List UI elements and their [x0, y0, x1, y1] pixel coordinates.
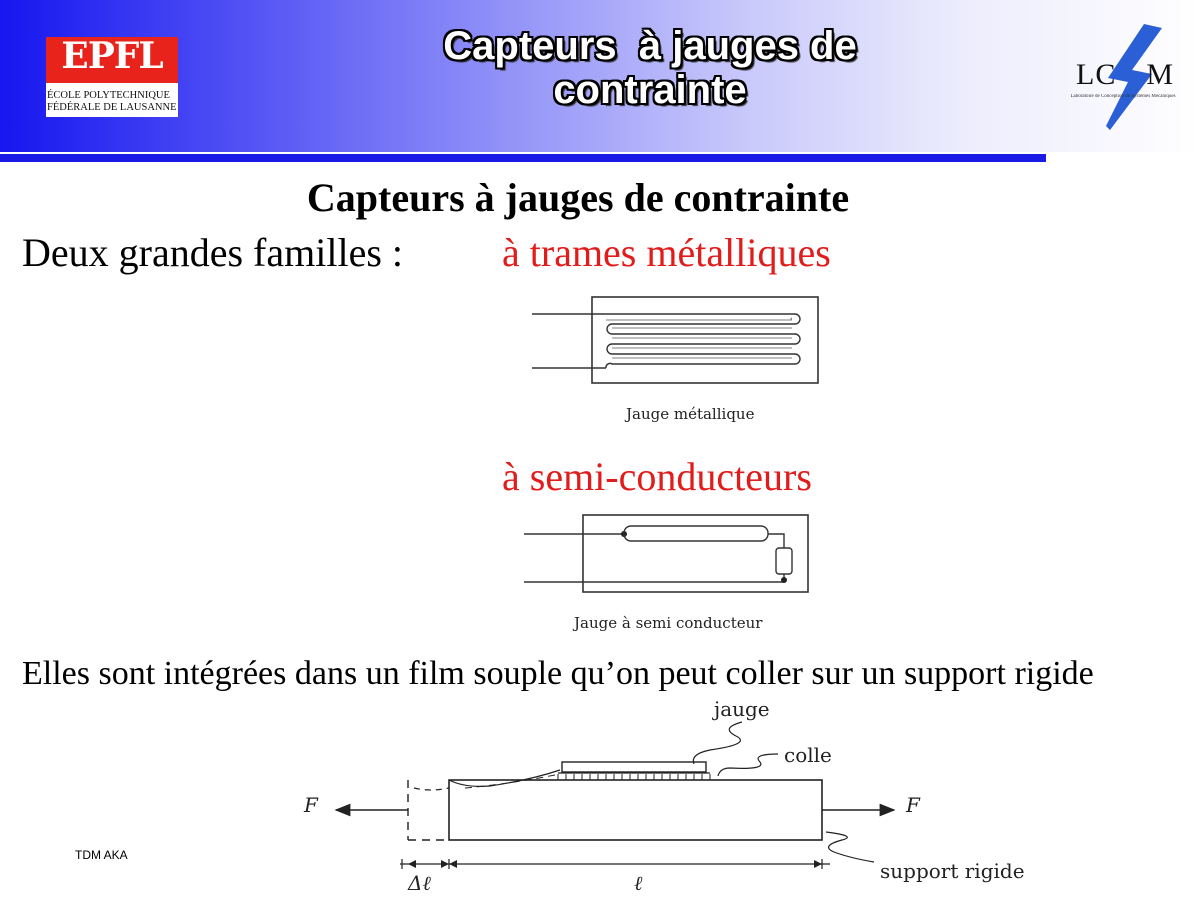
header-title: Capteurs à jauges de contrainte — [330, 24, 970, 112]
epfl-logo-text-2: FÉDÉRALE DE LAUSANNE — [47, 102, 177, 113]
footer-text: TDM AKA — [75, 848, 128, 862]
lcsm-s-icon — [1106, 24, 1162, 130]
header-banner — [0, 0, 1200, 152]
label-force-right: F — [905, 793, 921, 817]
epfl-logo: EPFL ÉCOLE POLYTECHNIQUE FÉDÉRALE DE LAU… — [46, 35, 178, 117]
caption-metal-gauge: Jauge métallique — [626, 405, 755, 423]
header-title-line-1: Capteurs à jauges de — [443, 24, 857, 68]
header-divider — [0, 154, 1046, 162]
caption-semi-gauge: Jauge à semi conducteur — [574, 614, 763, 632]
metal-gauge-diagram — [532, 296, 819, 384]
label-force-left: F — [303, 793, 319, 817]
families-intro: Deux grandes familles : — [22, 230, 403, 275]
label-length: ℓ — [634, 871, 643, 895]
paragraph-film: Elles sont intégrées dans un film souple… — [22, 655, 1094, 692]
epfl-logo-text-1: ÉCOLE POLYTECHNIQUE — [47, 90, 170, 101]
label-colle: colle — [784, 743, 832, 767]
family-metal-label: à trames métalliques — [502, 230, 831, 275]
lcsm-logo-subtext: Laboratoire de Conception de Systèmes Mé… — [1070, 94, 1176, 99]
semiconductor-gauge-diagram — [524, 514, 809, 593]
support-diagram: F F jauge colle support rigide Δℓ ℓ — [303, 697, 1025, 895]
label-jauge: jauge — [712, 697, 770, 721]
label-delta-l: Δℓ — [407, 871, 431, 895]
epfl-logo-mark: EPFL — [46, 35, 178, 83]
family-semi-label: à semi-conducteurs — [502, 454, 812, 499]
header-title-line-2: contrainte — [553, 68, 747, 112]
page-title: Capteurs à jauges de contrainte — [306, 175, 850, 220]
label-support: support rigide — [880, 859, 1025, 883]
